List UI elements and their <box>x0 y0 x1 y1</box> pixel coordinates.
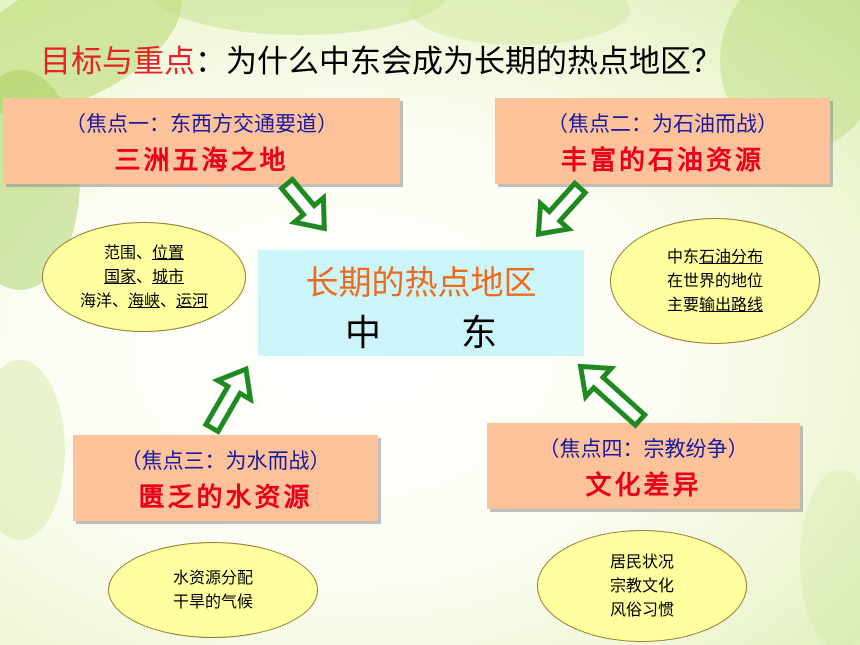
focus-two-heading: （焦点二：为石油而战） <box>547 112 778 136</box>
note-text-underlined: 运河 <box>176 291 209 310</box>
focus-three-subtitle: 匮乏的水资源 <box>138 483 313 513</box>
focus-four-subtitle: 文化差异 <box>585 471 702 501</box>
note-text: 、 <box>160 291 177 310</box>
note-two-line-1: 中东石油分布 <box>667 245 763 269</box>
note-four-line-3: 风俗习惯 <box>609 600 674 619</box>
note-text: 、 <box>135 267 152 286</box>
note-text: 海洋、 <box>79 291 128 310</box>
note-ellipse-three: 水资源分配 干旱的气候 <box>108 542 318 638</box>
arrow-down-left-icon <box>535 179 589 238</box>
center-char-1: 中 <box>344 313 381 354</box>
focus-four-heading: （焦点四：宗教纷争） <box>538 437 749 461</box>
note-one-line-1: 范围、位置 <box>104 241 184 265</box>
focus-box-three: （焦点三：为水而战） 匮乏的水资源 <box>73 435 378 521</box>
arrow-down-right-icon <box>278 175 327 232</box>
note-text-underlined: 城市 <box>152 267 185 286</box>
note-two-line-2: 在世界的地位 <box>666 271 763 290</box>
arrow-up-left-icon <box>577 363 649 429</box>
note-ellipse-two: 中东石油分布 在世界的地位 主要输出路线 <box>610 218 820 344</box>
page-title: 目标与重点：为什么中东会成为长期的热点地区？ <box>40 36 722 81</box>
focus-one-subtitle: 三洲五海之地 <box>114 146 289 176</box>
title-question: ：为什么中东会成为长期的热点地区？ <box>195 44 722 80</box>
note-text-underlined: 国家 <box>103 267 136 286</box>
note-text-underlined: 海峡 <box>127 291 160 310</box>
center-box: 长期的热点地区 中东 <box>258 250 584 356</box>
note-text: 中东 <box>666 247 699 266</box>
note-text: 主要 <box>666 295 699 314</box>
note-four-line-2: 宗教文化 <box>609 576 674 595</box>
center-name: 中东 <box>258 304 584 356</box>
note-text-underlined: 位置 <box>152 243 185 262</box>
note-text: 范围、 <box>103 243 152 262</box>
note-text-underlined: 输出路线 <box>699 295 764 314</box>
focus-one-heading: （焦点一：东西方交通要道） <box>65 112 338 136</box>
note-two-line-3: 主要输出路线 <box>667 293 763 317</box>
note-ellipse-four: 居民状况 宗教文化 风俗习惯 <box>537 530 747 642</box>
note-text-underlined: 石油分布 <box>699 247 764 266</box>
focus-two-subtitle: 丰富的石油资源 <box>560 146 764 176</box>
note-one-line-3: 海洋、海峡、运河 <box>80 289 208 313</box>
note-three-line-1: 水资源分配 <box>172 568 253 587</box>
focus-box-one: （焦点一：东西方交通要道） 三洲五海之地 <box>3 98 400 184</box>
center-title: 长期的热点地区 <box>305 263 537 302</box>
focus-box-two: （焦点二：为石油而战） 丰富的石油资源 <box>495 98 830 184</box>
title-prefix: 目标与重点 <box>40 44 195 80</box>
note-three-line-2: 干旱的气候 <box>172 592 253 611</box>
note-ellipse-one: 范围、位置 国家、城市 海洋、海峡、运河 <box>42 222 246 332</box>
center-char-2: 东 <box>461 313 498 354</box>
focus-box-four: （焦点四：宗教纷争） 文化差异 <box>487 423 800 509</box>
arrow-up-right-icon <box>202 365 254 435</box>
note-four-line-1: 居民状况 <box>609 552 674 571</box>
note-one-line-2: 国家、城市 <box>104 265 184 289</box>
focus-three-heading: （焦点三：为水而战） <box>120 449 331 473</box>
